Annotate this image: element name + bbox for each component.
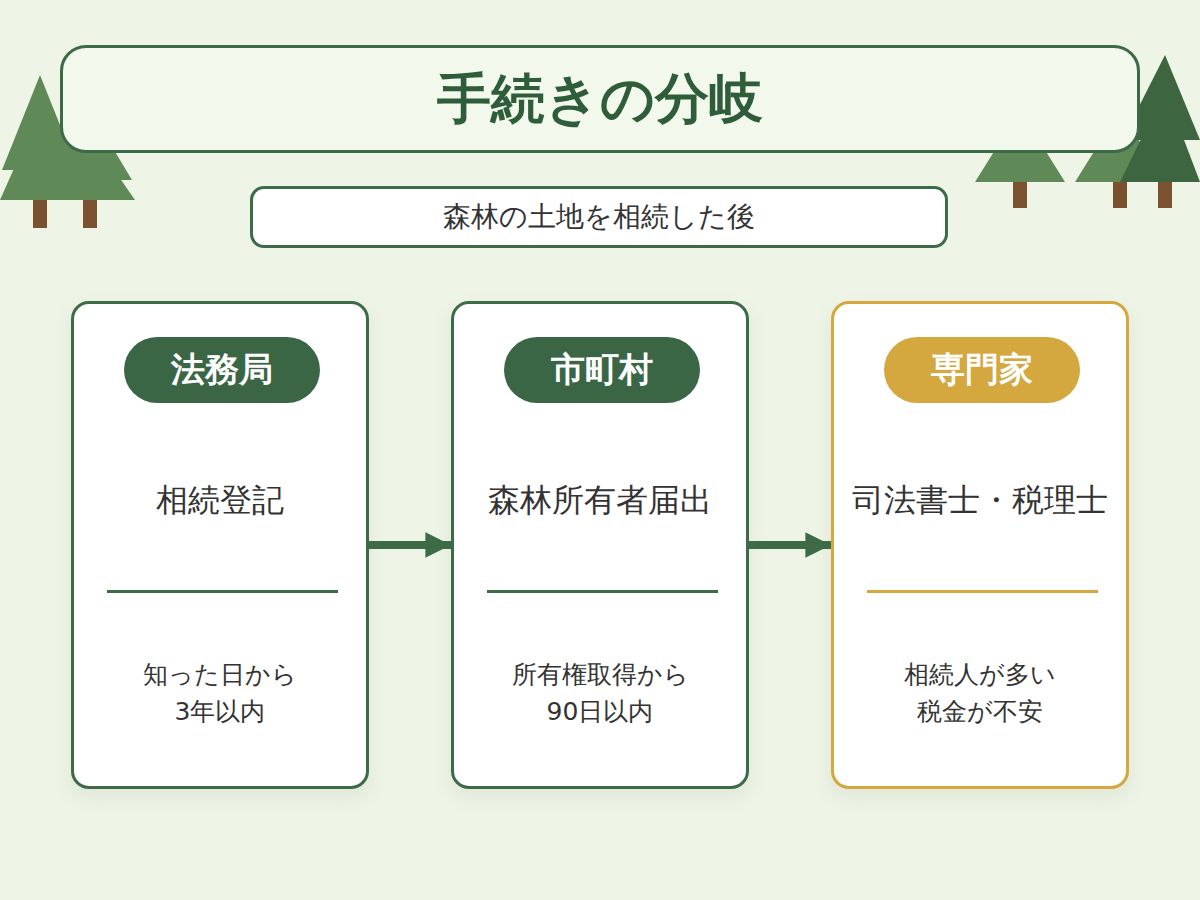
step-title: 森林所有者届出 — [454, 480, 746, 520]
step-card: 森林所有者届出所有権取得から 90日以内 市町村 — [451, 301, 749, 789]
step-note: 知った日から 3年以内 — [120, 656, 320, 730]
office-pill: 専門家 — [884, 337, 1080, 403]
step-card: 相続登記知った日から 3年以内 法務局 — [71, 301, 369, 789]
step-title: 司法書士・税理士 — [834, 480, 1126, 520]
step-note: 相続人が多い 税金が不安 — [880, 656, 1080, 730]
flow-arrow — [749, 541, 831, 549]
subtitle-text: 森林の土地を相続した後 — [443, 198, 755, 236]
step-card: 司法書士・税理士相続人が多い 税金が不安 専門家 — [831, 301, 1129, 789]
divider-line — [107, 590, 338, 593]
subtitle-box: 森林の土地を相続した後 — [250, 186, 948, 248]
step-note-wrap: 相続人が多い 税金が不安 — [834, 656, 1126, 730]
step-title: 相続登記 — [74, 480, 366, 520]
office-pill: 市町村 — [504, 337, 700, 403]
title-text: 手続きの分岐 — [437, 63, 763, 136]
office-label: 市町村 — [551, 347, 653, 393]
divider-line — [487, 590, 718, 593]
step-note-wrap: 知った日から 3年以内 — [74, 656, 366, 730]
office-label: 専門家 — [931, 347, 1033, 393]
office-pill: 法務局 — [124, 337, 320, 403]
title-box: 手続きの分岐 — [60, 45, 1140, 153]
divider-line — [867, 590, 1098, 593]
step-note-wrap: 所有権取得から 90日以内 — [454, 656, 746, 730]
office-label: 法務局 — [171, 347, 273, 393]
step-note: 所有権取得から 90日以内 — [500, 656, 700, 730]
flow-arrow — [369, 541, 451, 549]
